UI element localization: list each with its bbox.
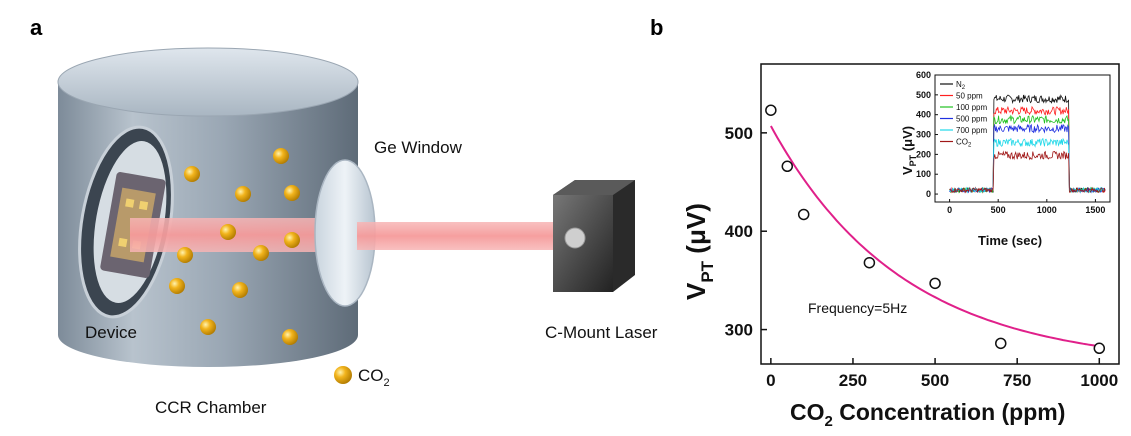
panel-a-label: a — [30, 15, 43, 40]
inset-legend-label: 50 ppm — [956, 92, 983, 101]
co2-legend-marker — [334, 366, 352, 384]
y-tick-label: 400 — [725, 222, 753, 241]
co2-particle — [200, 319, 216, 335]
x-axis-label-pre: CO — [790, 399, 825, 425]
data-point — [995, 337, 1007, 350]
inset-x-tick-label: 1500 — [1085, 205, 1105, 215]
co2-particle — [284, 232, 300, 248]
x-axis-label-sub: 2 — [825, 413, 833, 430]
co2-particle — [282, 329, 298, 345]
y-axis-label-unit: (μV) — [681, 203, 711, 261]
laser-beam-outside — [357, 222, 565, 250]
y-tick-label: 500 — [725, 124, 753, 143]
x-tick-label: 750 — [1003, 371, 1031, 390]
co2-particle — [220, 224, 236, 240]
ccr-chamber-illustration — [57, 47, 565, 367]
inset-x-tick-label: 500 — [991, 205, 1006, 215]
co2-particle — [184, 166, 200, 182]
x-tick-label: 1000 — [1080, 371, 1118, 390]
inset-y-label-unit: (μV) — [900, 126, 915, 155]
data-point — [781, 160, 794, 173]
legend-co2-text: CO — [358, 366, 384, 385]
y-tick-label: 300 — [725, 321, 753, 340]
inset-frame — [934, 74, 1111, 203]
inset-legend-label: N2 — [956, 80, 966, 91]
inset-y-label-main: V — [900, 166, 915, 175]
fit-curve — [770, 125, 1100, 348]
co2-particle — [235, 186, 251, 202]
chamber-label: CCR Chamber — [155, 398, 267, 417]
data-point — [797, 208, 810, 221]
legend-co2: CO2 — [334, 366, 390, 389]
laser-label: C-Mount Laser — [545, 323, 658, 342]
main-plot-frame — [760, 63, 1120, 365]
inset-y-tick-label: 500 — [916, 90, 931, 100]
inset-y-tick-label: 300 — [916, 130, 931, 140]
co2-particle — [253, 245, 269, 261]
inset-axis-ticks: 0 500 1000 1500 0 100 200 300 400 500 600 — [916, 70, 1105, 215]
co2-particles — [169, 148, 300, 345]
main-data-points — [765, 104, 1106, 355]
svg-text:CO2: CO2 — [358, 366, 390, 389]
data-point — [765, 104, 777, 116]
inset-legend-label: CO2 — [956, 138, 972, 149]
inset-y-label: VPT (μV) — [900, 126, 918, 175]
co2-particle — [284, 185, 300, 201]
x-axis-label: CO2 Concentration (ppm) — [790, 399, 1065, 430]
inset-y-label-sub: PT — [908, 154, 918, 166]
panel-a: a — [30, 15, 658, 417]
inset-y-tick-label: 400 — [916, 110, 931, 120]
co2-particle — [169, 278, 185, 294]
inset-x-tick-label: 1000 — [1037, 205, 1057, 215]
inset-y-tick-label: 200 — [916, 149, 931, 159]
data-point — [863, 256, 876, 269]
data-point — [1093, 342, 1106, 355]
panel-b-label: b — [650, 15, 663, 40]
data-point — [929, 277, 941, 290]
device-label: Device — [85, 323, 137, 342]
co2-particle — [232, 282, 248, 298]
x-tick-label: 0 — [766, 371, 775, 390]
ge-window-label: Ge Window — [374, 138, 463, 157]
y-axis-label-main: V — [681, 282, 711, 300]
x-tick-label: 250 — [839, 371, 867, 390]
inset-x-tick-label: 0 — [947, 205, 952, 215]
inset-y-tick-label: 0 — [926, 189, 931, 199]
y-axis-label: VPT (μV) — [681, 203, 717, 300]
co2-particle — [177, 247, 193, 263]
inset-legend-label: 500 ppm — [956, 115, 987, 124]
x-tick-label: 500 — [921, 371, 949, 390]
c-mount-laser-illustration — [553, 180, 635, 292]
x-axis-label-post: Concentration (ppm) — [833, 399, 1066, 425]
inset-traces — [949, 94, 1106, 194]
inset-x-label: Time (sec) — [978, 233, 1042, 248]
inset-series-line — [949, 150, 1106, 194]
co2-particle — [273, 148, 289, 164]
inset-y-tick-label: 100 — [916, 169, 931, 179]
inset-legend-label: 700 ppm — [956, 126, 987, 135]
inset-y-tick-label: 600 — [916, 70, 931, 80]
inset-legend-label: 100 ppm — [956, 103, 987, 112]
legend-co2-sub: 2 — [384, 377, 390, 389]
frequency-annotation: Frequency=5Hz — [808, 300, 907, 316]
y-axis-label-sub: PT — [698, 260, 717, 282]
